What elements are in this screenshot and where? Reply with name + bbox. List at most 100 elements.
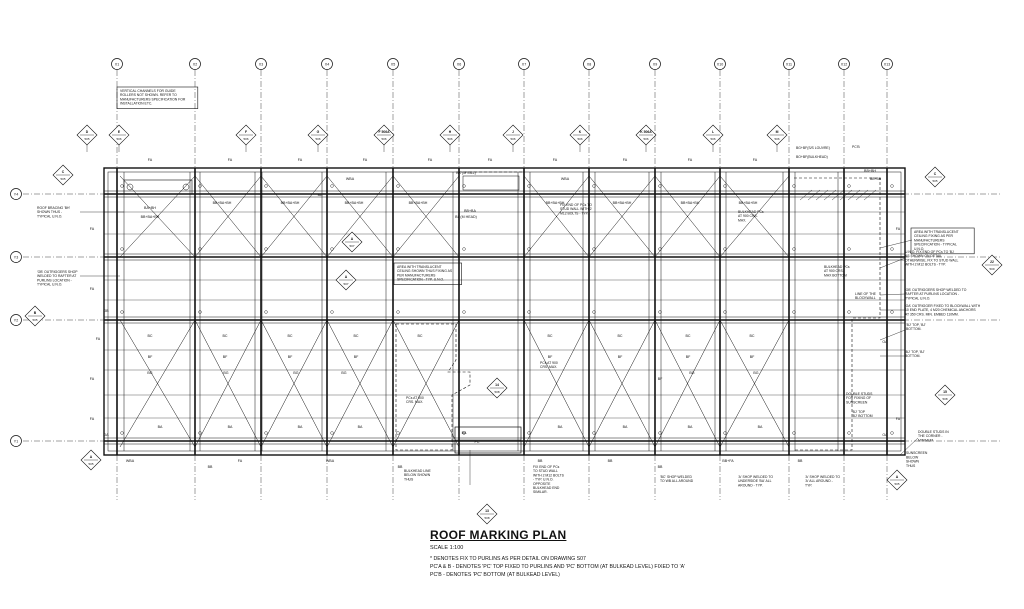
member-label: OA: [882, 340, 888, 344]
bracing: [588, 175, 656, 258]
callout-note: BELOW: [906, 455, 919, 459]
connection-mark: [527, 247, 531, 251]
member-label: BF: [658, 377, 663, 381]
callout-note: 10 END PLATE, 4 M20 CHEMICAL ANCHORS: [905, 308, 976, 312]
member-label: FA: [688, 158, 693, 162]
callout-note: BULKHEAD PCs: [824, 265, 850, 269]
member-label: FA: [148, 158, 153, 162]
section-marker-sheet: 506: [243, 137, 248, 141]
bracing: [588, 319, 656, 448]
grid-bubble: [649, 58, 661, 70]
connection-mark: [120, 184, 124, 188]
hatch: [807, 189, 821, 201]
section-marker-sheet: 507: [349, 244, 354, 248]
member-label: BG: [341, 371, 346, 375]
callout-note: TYPICAL U.N.O.: [37, 214, 62, 218]
member-label: BB+BA+BH: [681, 201, 700, 205]
connection-mark: [198, 310, 202, 314]
connection-mark: [396, 431, 400, 435]
section-marker-sheet: 505: [60, 177, 65, 181]
callout-note: 'A' ALL AROUND -: [805, 479, 833, 483]
grid-row-label: Y2: [14, 319, 18, 323]
member-label: BB+BA+BH: [546, 201, 565, 205]
callout-note: SHOWN: [906, 460, 920, 464]
member-label: BB+FA: [722, 459, 734, 463]
grid-column-label: X6: [457, 63, 461, 67]
grid-bubble: [10, 188, 22, 200]
connection-mark: [592, 247, 596, 251]
callout-note: FIX END OF PCs: [533, 465, 560, 469]
callout-note: BULKHEAD LINE: [404, 469, 431, 473]
member-label: WBA: [126, 459, 135, 463]
member-label: BF: [223, 355, 228, 359]
callout-note: AROUND - TYP.: [738, 483, 763, 487]
section-marker-sheet: 506: [643, 137, 648, 141]
connection-mark: [527, 431, 531, 435]
connection-mark: [890, 431, 894, 435]
member-label: BG: [147, 371, 152, 375]
grid-column-label: X2: [193, 63, 197, 67]
bracing: [260, 175, 328, 258]
member-label: FA: [753, 158, 758, 162]
grid-bubble: [838, 58, 850, 70]
callout-note: WITH 2 M12 BOLTS - TYP.: [905, 263, 946, 267]
connection-mark: [847, 184, 851, 188]
grid-column-label: X9: [653, 63, 657, 67]
member-label: FA: [298, 158, 303, 162]
connection-mark: [330, 247, 334, 251]
member-label: BA+BH: [144, 206, 156, 210]
callout-note: TYP.: [805, 483, 812, 487]
callout-note: AREA WITH TRANSLUCENT: [397, 265, 442, 269]
callout-note: 'BJ' BOTTOM: [852, 414, 873, 418]
section-marker-letter: 15: [943, 390, 947, 394]
member-label: FA: [228, 158, 233, 162]
callout-note: LINE OF THE: [855, 292, 877, 296]
member-label: BC: [418, 334, 423, 338]
section-marker-sheet: 506: [315, 137, 320, 141]
callout-note: AT 350 CRS. MIN. EMBED 110MM.: [905, 312, 959, 316]
bracing: [392, 319, 460, 448]
member-label: BB+BA+BH: [213, 201, 232, 205]
connection-mark: [723, 310, 727, 314]
connection-mark: [198, 184, 202, 188]
callout-note: BELOW SHOWN: [404, 473, 431, 477]
note-line: * DENOTES FIX TO PURLINS AS PER DETAIL O…: [430, 556, 586, 562]
grid-column-label: X5: [391, 63, 395, 67]
member-label: BF: [750, 355, 755, 359]
connection-mark: [198, 431, 202, 435]
callout-note: TO STUD WALL: [533, 469, 558, 473]
member-label: BF: [354, 355, 359, 359]
bracing: [119, 175, 196, 258]
section-marker-letter: H: [449, 130, 452, 134]
callout-note: AT 900 CRS.: [824, 269, 844, 273]
connection-mark: [462, 184, 466, 188]
member-label: BL (M HEAD): [455, 215, 477, 219]
member-label: BB: [208, 465, 213, 469]
bracing: [260, 319, 328, 448]
member-label: BB+BA+BH: [345, 201, 364, 205]
note-line: PC'B - DENOTES 'PC' BOTTOM (AT BULKEAD L…: [430, 572, 560, 578]
member-label: FA: [90, 417, 95, 421]
callout-note: 'OA' OUTRIGGER FIXED TO BLOCKWALL WITH: [905, 304, 981, 308]
connection-mark: [792, 431, 796, 435]
section-marker-letter: K: [579, 130, 582, 134]
member-label: BA: [558, 425, 563, 429]
section-marker-letter: A: [896, 475, 899, 479]
louvre-frame: [462, 175, 520, 191]
callout-note: BOTTOM.: [906, 327, 921, 331]
blockwall-line: [794, 177, 881, 451]
member-label: WBA: [346, 177, 355, 181]
section-marker-sheet: 505: [84, 137, 89, 141]
connection-mark: [120, 310, 124, 314]
member-label: FA: [896, 417, 901, 421]
member-label: BA: [158, 425, 163, 429]
member-label: BF: [148, 355, 153, 359]
member-label: BC: [223, 334, 228, 338]
inner-outline: [107, 171, 902, 452]
member-label: OB: [103, 309, 109, 313]
section-marker-letter: E: [118, 130, 121, 134]
member-label: BB+BA+BH: [613, 201, 632, 205]
callout-note: - TYP. U.N.O.: [533, 478, 553, 482]
section-marker-letter: J: [512, 130, 514, 134]
